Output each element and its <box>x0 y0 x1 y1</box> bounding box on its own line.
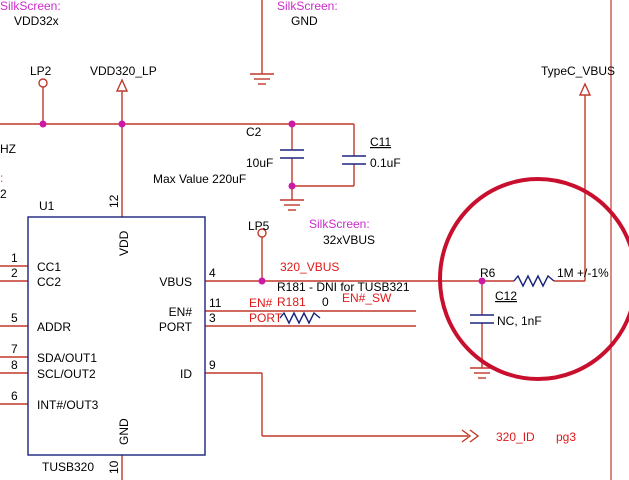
net-label-lp5: LP5 <box>248 219 270 233</box>
left-edge-text: HZ <box>0 142 16 156</box>
pin-name: EN# <box>169 305 193 319</box>
u1-body <box>27 216 206 456</box>
capacitor-c2-icon <box>280 149 304 159</box>
pin-name: SDA/OUT1 <box>37 351 97 365</box>
silkscreen-fragment: : <box>0 171 3 185</box>
silkscreen-value: 32xVBUS <box>323 233 375 247</box>
pin-name: PORT <box>159 320 193 334</box>
pin-number: 3 <box>209 311 216 325</box>
lp5-testpoint-icon <box>257 228 267 238</box>
silkscreen-label: SilkScreen: <box>0 0 61 13</box>
pin-name: INT#/OUT3 <box>37 398 99 412</box>
silkscreen-value: GND <box>291 14 318 28</box>
net-label-lp2: LP2 <box>30 64 52 78</box>
c12-ref: C12 <box>495 289 517 303</box>
junction-dot <box>478 277 486 285</box>
resistor-r6-icon <box>513 274 555 288</box>
pin-name: CC2 <box>37 275 61 289</box>
u1-ref: U1 <box>39 199 55 213</box>
junction-dot <box>258 277 266 285</box>
pin-name: ADDR <box>37 320 71 334</box>
pin-number: 1 <box>11 251 18 265</box>
pin-name: CC1 <box>37 260 61 274</box>
pin-number: 4 <box>209 266 216 280</box>
silkscreen-label: SilkScreen: <box>309 217 370 231</box>
capacitor-c11-icon <box>342 155 366 165</box>
ground-icon <box>280 199 304 211</box>
ground-icon <box>470 367 494 379</box>
ground-icon <box>250 73 274 85</box>
c11-value: 0.1uF <box>370 156 401 170</box>
c2-note: Max Value 220uF <box>153 172 246 186</box>
junctions <box>39 120 486 285</box>
u1-gnd-label: GND <box>117 418 131 445</box>
net-label-320-vbus: 320_VBUS <box>280 260 339 274</box>
c11-ref: C11 <box>370 135 391 149</box>
u1-gnd-pin: 10 <box>107 460 121 474</box>
highlight-circle <box>438 177 629 381</box>
pin-number: 8 <box>11 358 18 372</box>
junction-dot <box>288 120 296 128</box>
pin-number: 11 <box>209 296 222 310</box>
r181-value: 0 <box>322 295 329 309</box>
u1-vdd-label: VDD <box>117 230 131 256</box>
vdd320-power-arrow-icon <box>115 78 129 92</box>
net-label-320-id: 320_ID <box>496 430 535 444</box>
typec-vbus-power-arrow-icon <box>578 82 592 96</box>
u1-part: TUSB320 <box>42 460 94 474</box>
net-label-en-sw: EN#_SW <box>342 291 392 305</box>
lp2-testpoint-icon <box>38 78 48 88</box>
pin-name: VBUS <box>159 275 192 289</box>
junction-dot <box>288 182 296 190</box>
r181-note: R181 - DNI for TUSB321 <box>277 280 410 294</box>
pin-name: ID <box>180 367 192 381</box>
pin-number: 6 <box>11 389 18 403</box>
wire-label-port: PORT <box>249 311 283 325</box>
left-edge-text: 2 <box>0 187 7 201</box>
pin-name: SCL/OUT2 <box>37 367 96 381</box>
wire-label-en: EN# <box>249 296 273 310</box>
wires <box>0 0 586 480</box>
silkscreen-value: VDD32x <box>14 14 59 28</box>
pin-number: 5 <box>11 311 18 325</box>
u1-vdd-pin: 12 <box>107 194 121 208</box>
r181-ref: R181 <box>277 295 306 309</box>
offpage-arrow-icon <box>461 429 480 443</box>
net-label-typec-vbus: TypeC_VBUS <box>541 64 615 78</box>
c12-value: NC, 1nF <box>497 314 542 328</box>
pin-number: 7 <box>11 342 18 356</box>
junction-dot <box>118 120 126 128</box>
pin-number: 9 <box>209 358 216 372</box>
r6-value: 1M +/-1% <box>557 266 609 280</box>
net-label-vdd320-lp: VDD320_LP <box>90 64 157 78</box>
c2-ref: C2 <box>246 125 262 139</box>
c2-value: 10uF <box>246 156 273 170</box>
junction-dot <box>39 120 47 128</box>
capacitor-c12-icon <box>470 314 494 324</box>
r6-ref: R6 <box>480 266 496 280</box>
pin-number: 2 <box>11 266 18 280</box>
page-reference: pg3 <box>556 430 576 444</box>
silkscreen-label: SilkScreen: <box>277 0 338 13</box>
resistor-r181-icon <box>279 311 321 325</box>
